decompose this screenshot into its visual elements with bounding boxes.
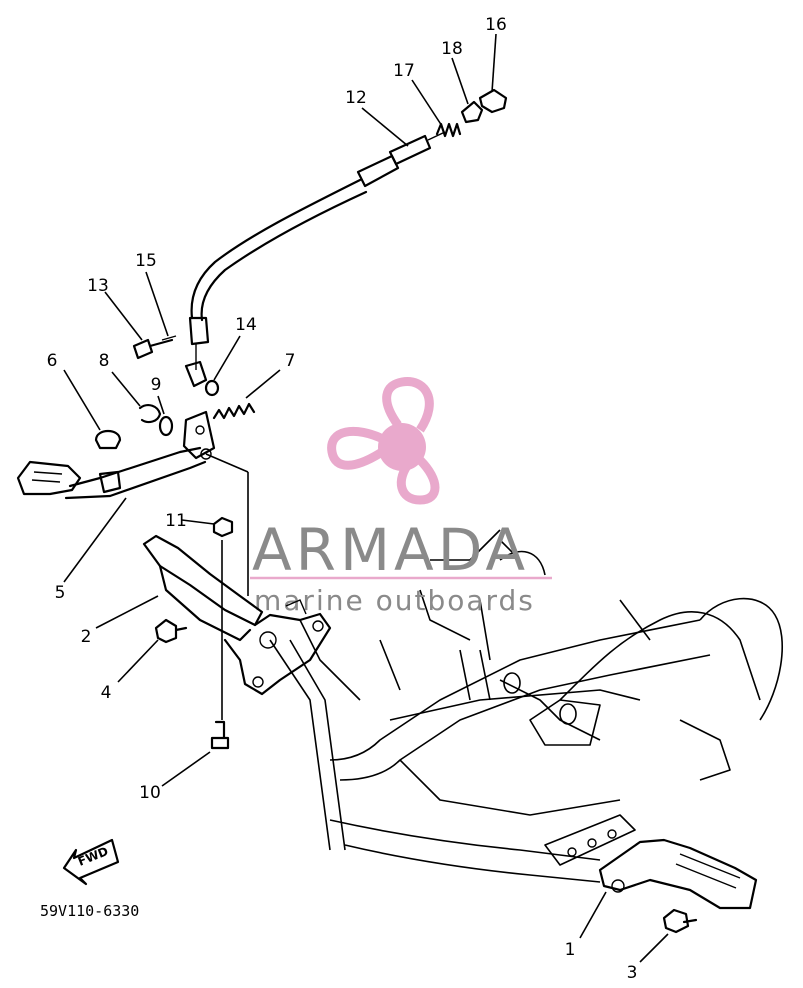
- pin-15: [161, 335, 177, 341]
- callout-16: 16: [485, 15, 507, 35]
- cap-6: [94, 429, 122, 450]
- bolt-3: [662, 908, 698, 934]
- vehicle-frame: [269, 529, 783, 883]
- callout-7: 7: [285, 351, 296, 371]
- propeller-hub: [378, 423, 426, 471]
- callout-9: 9: [151, 375, 162, 395]
- bolt-10: [210, 720, 230, 750]
- callout-12: 12: [345, 88, 367, 108]
- callout-2: 2: [81, 627, 92, 647]
- nut-11: [212, 516, 234, 538]
- brake-pedal-5: [16, 410, 216, 500]
- callout-6: 6: [47, 351, 58, 371]
- footrest-left-2: [142, 534, 332, 696]
- callout-5: 5: [55, 583, 66, 603]
- washer-9: [158, 415, 174, 437]
- clip-8: [138, 404, 162, 424]
- callout-10: 10: [139, 783, 161, 803]
- bolt-13: [132, 338, 174, 360]
- joint-16: [478, 88, 508, 114]
- callout-11: 11: [165, 511, 187, 531]
- callout-8: 8: [99, 351, 110, 371]
- callout-4: 4: [101, 683, 112, 703]
- nut-14: [204, 379, 220, 397]
- callout-18: 18: [441, 39, 463, 59]
- leader-lines: [63, 33, 669, 963]
- joint-18: [460, 100, 484, 124]
- callout-17: 17: [393, 61, 415, 81]
- callout-14: 14: [235, 315, 257, 335]
- footrest-right-1: [598, 838, 758, 910]
- brake-cable: [188, 131, 446, 370]
- propeller-icon: [327, 377, 440, 505]
- callout-13: 13: [87, 276, 109, 296]
- bolt-4: [154, 618, 188, 644]
- joint-end: [184, 360, 208, 388]
- armada-logo: ARMADA marine outboards: [250, 377, 552, 617]
- callouts: 1 2 3 4 5 6 7 8 9 10 11 12 13 14 15 16 1…: [47, 15, 638, 983]
- fwd-arrow: FWD: [62, 838, 120, 886]
- callout-1: 1: [565, 940, 576, 960]
- drawing-code: 59V110-6330: [40, 902, 139, 920]
- logo-tagline: marine outboards: [254, 584, 535, 617]
- fwd-label: FWD: [76, 844, 110, 869]
- spring-7: [212, 402, 256, 420]
- logo-brand: ARMADA: [252, 516, 529, 584]
- callout-3: 3: [627, 963, 638, 983]
- callout-15: 15: [135, 251, 157, 271]
